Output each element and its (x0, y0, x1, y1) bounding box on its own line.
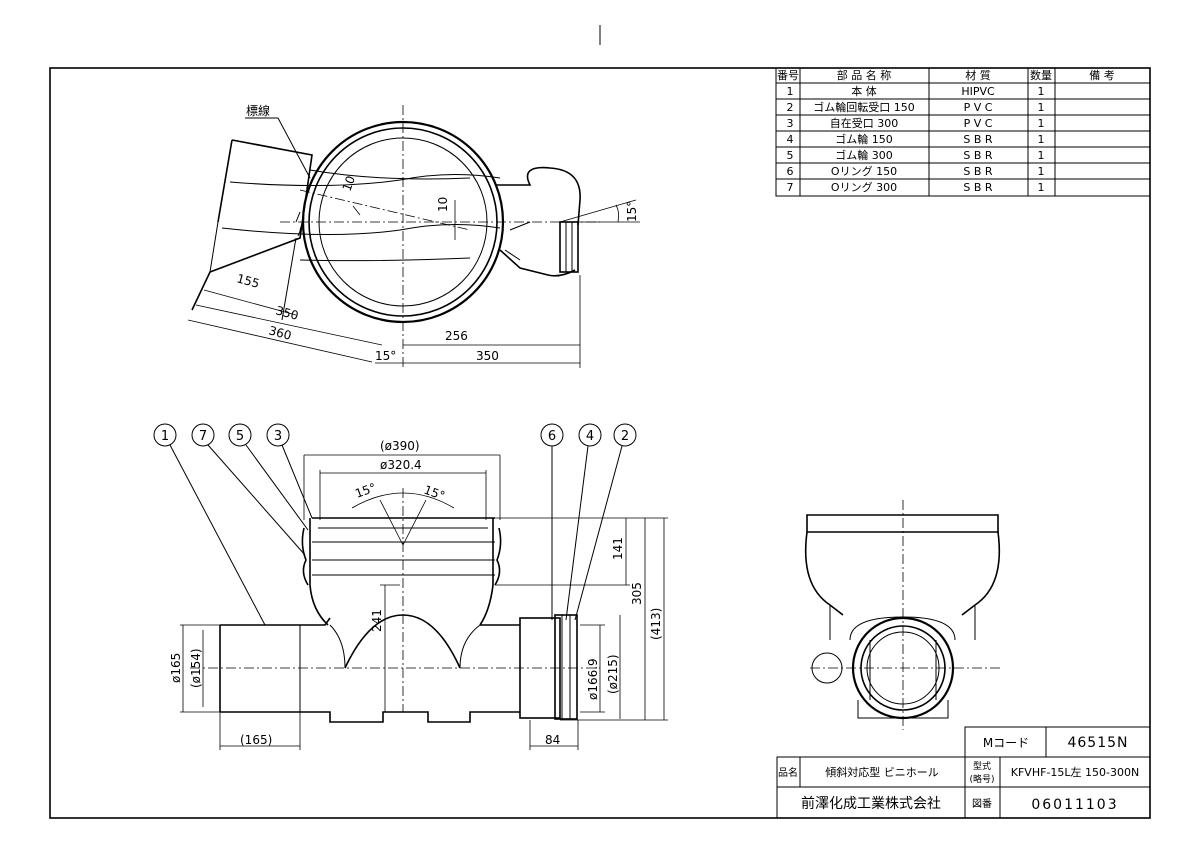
side-view (804, 500, 1001, 730)
marker-label: 標線 (246, 103, 270, 118)
dim-front-84: 84 (545, 733, 560, 747)
dim-front-154: (ø154) (189, 648, 203, 688)
th-no: 番号 (777, 69, 799, 82)
svg-text:2: 2 (787, 101, 794, 114)
svg-text:5: 5 (787, 149, 794, 162)
drawing-no-label: 図番 (972, 798, 992, 810)
balloon: 2 (574, 423, 637, 621)
balloon: 4 (565, 423, 602, 621)
th-material: 材 質 (965, 68, 991, 82)
table-row: 3 自在受口 300 P V C 1 (787, 117, 1045, 130)
svg-text:P V C: P V C (964, 117, 993, 130)
drawing-border (49, 67, 1151, 819)
table-row: 5 ゴム輪 300 S B R 1 (787, 148, 1045, 162)
title-block: Mコード 46515N 品名 傾斜対応型 ビニホール 型式 (略号) KFVHF… (776, 726, 1151, 819)
th-qty: 数量 (1030, 69, 1052, 82)
dim-front-165-len: (165) (240, 733, 272, 747)
product-label: 品名 (778, 766, 798, 779)
balloon: 7 (191, 423, 306, 556)
dim-plan-10-left: 10 (340, 174, 358, 193)
dim-front-241: 241 (370, 609, 384, 632)
mcode-label: Mコード (983, 736, 1029, 750)
dim-front-1669: ø166.9 (586, 658, 600, 700)
th-name: 部 品 名 称 (837, 68, 892, 82)
svg-text:本 体: 本 体 (851, 84, 877, 98)
balloon: 1 (153, 423, 266, 626)
dim-plan-256: 256 (445, 329, 468, 343)
svg-text:7: 7 (199, 429, 207, 444)
svg-text:S B R: S B R (963, 149, 993, 162)
svg-text:1: 1 (1038, 101, 1045, 114)
svg-text:4: 4 (586, 429, 594, 444)
svg-text:1: 1 (161, 429, 169, 444)
dim-front-320: ø320.4 (380, 458, 422, 472)
svg-text:ゴム輪 150: ゴム輪 150 (835, 132, 893, 146)
model-label-top: 型式 (973, 760, 991, 772)
table-row: 4 ゴム輪 150 S B R 1 (787, 132, 1045, 146)
svg-text:3: 3 (274, 429, 282, 444)
mcode-value: 46515N (1067, 735, 1128, 751)
balloon: 5 (228, 423, 309, 531)
svg-text:1: 1 (1038, 117, 1045, 130)
dim-front-141: 141 (611, 537, 625, 560)
svg-text:Oリング 150: Oリング 150 (831, 164, 897, 178)
dim-front-angle-right: 15° (422, 483, 447, 503)
product-name: 傾斜対応型 ビニホール (825, 765, 939, 779)
svg-text:自在受口 300: 自在受口 300 (830, 117, 899, 130)
parts-table: 番号 部 品 名 称 材 質 数量 備 考 1 本 体 HIPVC 1 2 ゴム… (775, 67, 1151, 197)
front-view: 15° 15° (ø390) ø320.4 141 305 (413) 241 … (153, 423, 668, 750)
balloon: 3 (266, 423, 313, 519)
svg-text:1: 1 (1038, 85, 1045, 98)
svg-text:S B R: S B R (963, 165, 993, 178)
model-label-bottom: (略号) (969, 773, 994, 785)
dim-front-413: (413) (649, 608, 663, 640)
dim-plan-360: 360 (267, 323, 293, 342)
th-note: 備 考 (1089, 69, 1115, 82)
svg-text:5: 5 (236, 429, 244, 444)
dim-plan-350-b: 350 (476, 349, 499, 363)
svg-text:P V C: P V C (964, 101, 993, 114)
svg-text:Oリング 300: Oリング 300 (831, 180, 897, 194)
model-value: KFVHF-15L左 150-300N (1011, 766, 1139, 779)
table-row: 6 Oリング 150 S B R 1 (787, 164, 1045, 178)
svg-text:1: 1 (1038, 133, 1045, 146)
plan-view: 15° 標線 10 10 155 350 360 256 350 15° (187, 103, 640, 370)
dim-front-165-od: ø165 (169, 653, 183, 683)
dim-front-angle-left: 15° (353, 480, 378, 500)
svg-text:HIPVC: HIPVC (961, 85, 995, 98)
dim-plan-angle-bottom: 15° (375, 349, 396, 363)
dim-plan-350-a: 350 (274, 303, 300, 322)
table-row: 7 Oリング 300 S B R 1 (787, 180, 1045, 194)
dim-plan-angle-right: 15° (625, 201, 639, 222)
svg-text:ゴム輪回転受口 150: ゴム輪回転受口 150 (813, 100, 915, 114)
svg-text:ゴム輪 300: ゴム輪 300 (835, 148, 893, 162)
svg-text:1: 1 (1038, 181, 1045, 194)
dim-front-215: (ø215) (606, 654, 620, 694)
svg-text:6: 6 (787, 165, 794, 178)
svg-text:4: 4 (787, 133, 794, 146)
table-row: 1 本 体 HIPVC 1 (787, 84, 1045, 98)
svg-text:1: 1 (787, 85, 794, 98)
svg-text:1: 1 (1038, 165, 1045, 178)
company-name: 前澤化成工業株式会社 (801, 795, 941, 812)
dim-plan-10-right: 10 (436, 197, 450, 212)
balloon: 6 (540, 423, 564, 620)
svg-text:3: 3 (787, 117, 794, 130)
dim-front-305: 305 (630, 582, 644, 605)
dim-front-390: (ø390) (380, 439, 420, 453)
svg-text:S B R: S B R (963, 133, 993, 146)
svg-text:7: 7 (787, 181, 794, 194)
dim-plan-155: 155 (235, 271, 261, 290)
svg-text:2: 2 (621, 429, 629, 444)
svg-text:1: 1 (1038, 149, 1045, 162)
svg-text:6: 6 (548, 429, 556, 444)
table-row: 2 ゴム輪回転受口 150 P V C 1 (787, 100, 1045, 114)
svg-text:S B R: S B R (963, 181, 993, 194)
drawing-no-value: 06011103 (1031, 797, 1118, 813)
